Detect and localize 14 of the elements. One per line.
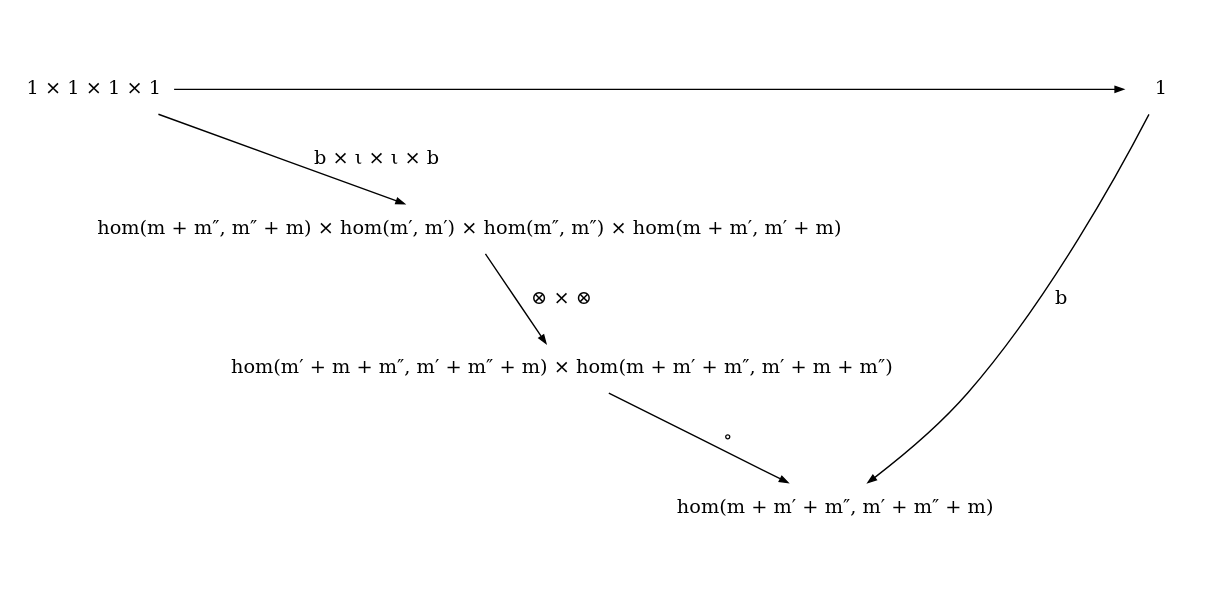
node-text: 1 xyxy=(1154,75,1168,99)
node-text: 1 × 1 × 1 × 1 xyxy=(26,75,162,99)
edge-label: b xyxy=(1055,285,1068,309)
node-text: hom(m + m′ + m″, m′ + m″ + m) xyxy=(676,494,994,518)
edge-label: ∘ xyxy=(723,424,733,448)
arrow xyxy=(608,391,790,484)
node-text: hom(m′ + m + m″, m′ + m″ + m) × hom(m + m′ + m″, m′ + m + m″) xyxy=(230,354,893,378)
arrow xyxy=(157,113,407,204)
edge-label: ⊗ × ⊗ xyxy=(531,285,592,309)
arrow xyxy=(173,85,1126,93)
edge-label: b × ι × ι × b xyxy=(313,145,440,169)
arrow xyxy=(866,113,1150,484)
arrow xyxy=(484,252,548,345)
node-text: hom(m + m″, m″ + m) × hom(m′, m′) × hom(m″, m″) × hom(m + m′, m′ + m) xyxy=(97,215,842,239)
